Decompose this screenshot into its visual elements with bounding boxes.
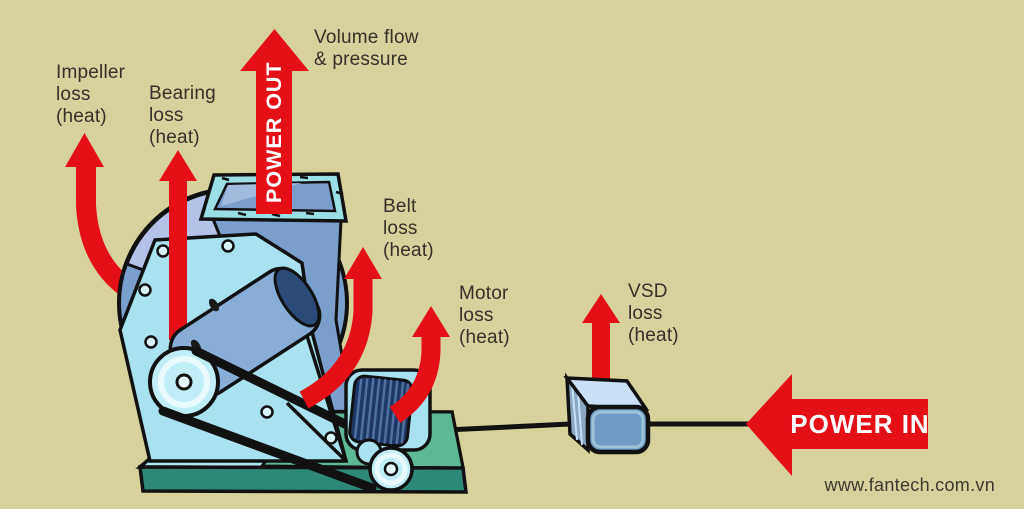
vsd-side-stripe [577,391,583,446]
power-in-label: POWER IN [790,409,929,439]
label-vsd-loss: VSD loss (heat) [628,281,679,346]
bolt [260,405,274,419]
drive-pulley [148,346,220,418]
vsd-side-stripe [571,383,578,441]
bearing-loss-arrow [159,150,197,340]
pulley-hub [175,373,193,391]
support-brace-line [285,401,348,463]
vsd-box-front [585,404,651,455]
flange-bolt-marks [221,175,344,218]
power-out-arrow: POWER OUT [240,29,309,214]
label-motor-loss: Motor loss (heat) [459,283,510,348]
watermark: www.fantech.com.vn [824,475,995,495]
bolt [324,431,338,445]
bolt [144,335,158,349]
bolt [156,244,170,258]
impeller-loss-arrow [65,133,137,300]
vsd-loss-arrow [582,294,620,392]
pulley-ring [158,356,210,408]
motor-pulley-hub [383,461,399,477]
label-bearing-loss: Bearing loss (heat) [149,83,216,148]
label-volume-flow: Volume flow & pressure [314,27,419,70]
bolt [221,239,235,253]
motor-loss-arrow [389,306,450,423]
label-impeller-loss: Impeller loss (heat) [56,62,126,127]
vsd-box [563,372,651,455]
belt-loss-arrow [299,247,382,409]
bearing-end-cap [273,266,321,328]
base-front-face [138,465,468,494]
label-belt-loss: Belt loss (heat) [383,196,434,261]
power-out-label: POWER OUT [262,61,286,203]
motor-pulley-ring [374,452,408,486]
power-in-arrow: POWER IN [746,374,929,476]
keyway-hole [208,298,220,312]
vsd-front-panel [591,410,645,449]
bolt [138,283,152,297]
